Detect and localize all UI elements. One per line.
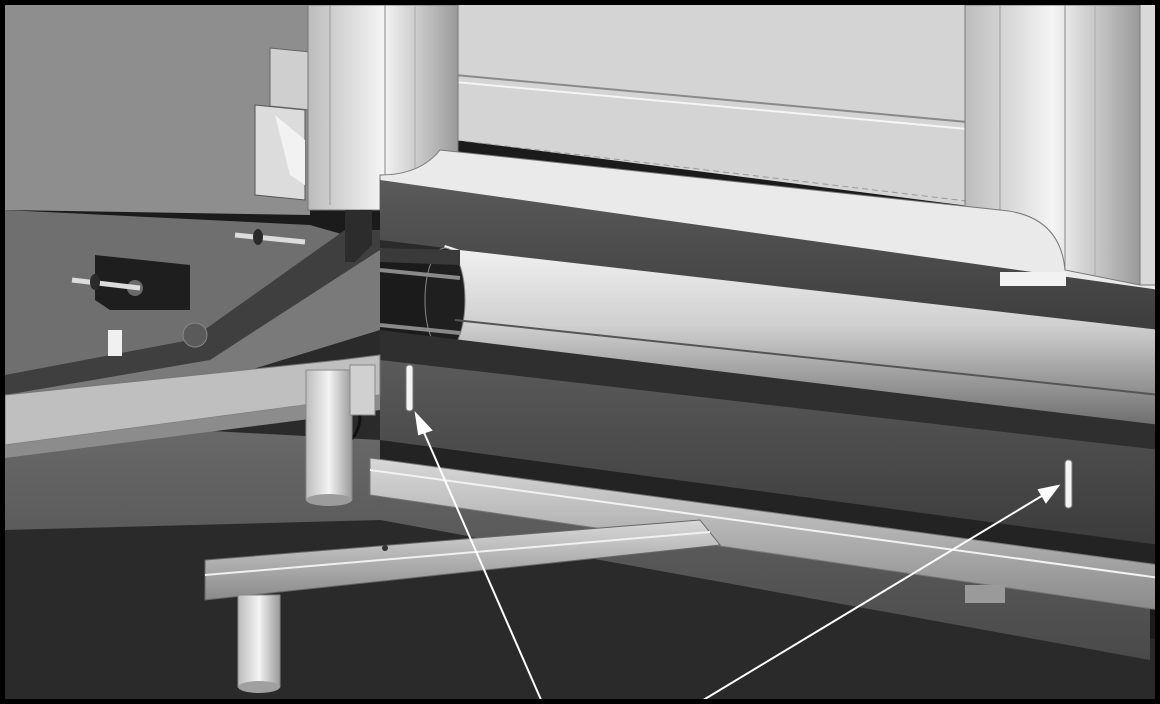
bolt-upper [234,229,306,245]
panel-dash [454,139,1001,206]
slot-right [1064,459,1073,509]
down-tube [345,210,372,262]
callout-arrow-right [699,493,1046,703]
angled-rail-dark [5,230,380,395]
arrowhead-left [414,410,433,436]
rear-wall [5,5,310,215]
bracket-upper [269,47,311,111]
main-rail [380,360,1160,555]
slot-left [405,364,414,412]
callout-arrow-left [421,427,543,703]
black-plate [95,255,190,310]
beam-clip [1000,272,1066,286]
panel-line-1 [454,74,1001,126]
lower-crossbar [204,519,721,601]
top-beam [380,180,1160,345]
foot-post [237,594,281,688]
callout-arrows [414,410,1061,703]
small-block [108,330,122,356]
bracket-gusset [275,115,305,185]
left-post [305,369,353,501]
bolt-lower [71,274,141,291]
foot-block-right [965,585,1005,603]
arrowhead-right [1037,484,1061,504]
tube-cylinder [437,245,1160,425]
panel-line-2 [454,81,1001,133]
